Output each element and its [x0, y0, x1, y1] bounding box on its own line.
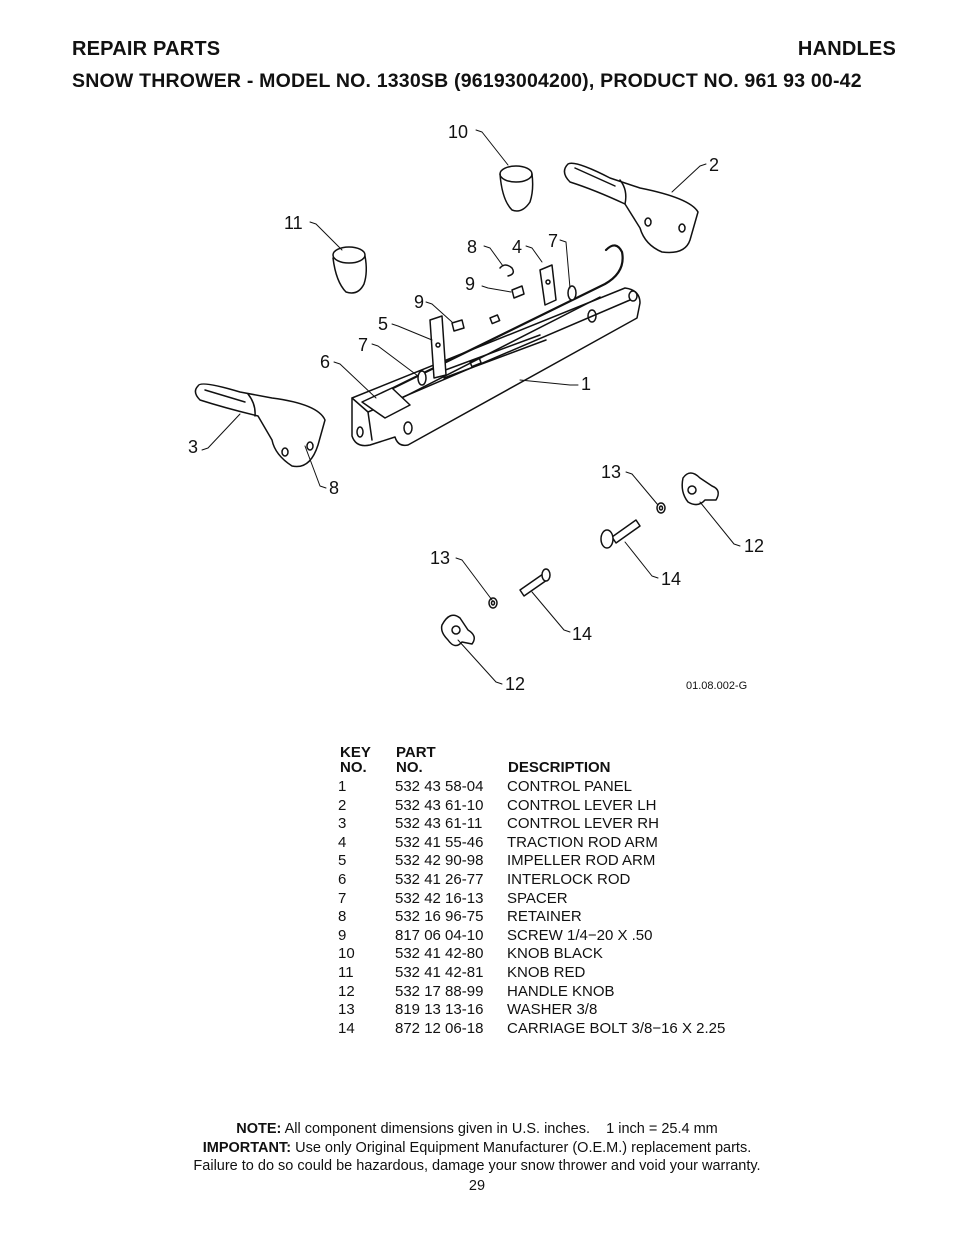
callout-label: 13: [430, 548, 450, 568]
key-no-cell: 13: [338, 1001, 355, 1019]
page-category-title: HANDLES: [797, 38, 896, 60]
part-no-cell: 819 13 13-16: [395, 1001, 484, 1019]
control-lever-rh-illustration: [194, 383, 326, 468]
callout-label: 10: [448, 122, 468, 142]
control-lever-lh-illustration: [563, 162, 699, 254]
key-no-cell: 10: [338, 945, 355, 963]
important-text: Use only Original Equipment Manufacturer…: [295, 1139, 752, 1156]
part-no-cell: 532 41 42-81: [395, 963, 484, 981]
part-header-no: NO.: [396, 759, 423, 776]
key-no-cell: 2: [338, 796, 347, 814]
callout-label: 7: [548, 231, 558, 251]
note-line: NOTE: All component dimensions given in …: [0, 1120, 954, 1139]
part-no-cell: 532 41 42-80: [395, 945, 484, 963]
description-cell: TRACTION ROD ARM: [507, 833, 658, 851]
key-no-cell: 9: [338, 926, 347, 944]
key-no-cell: 14: [338, 1019, 355, 1037]
callout-label: 14: [572, 624, 592, 644]
handle-knob-right-illustration: [681, 472, 719, 506]
callout-label: 9: [465, 274, 475, 294]
model-subtitle: SNOW THROWER - MODEL NO. 1330SB (9619300…: [72, 70, 862, 92]
key-no-cell: 4: [338, 833, 347, 851]
part-no-cell: 532 43 58-04: [395, 778, 484, 795]
callout-label: 6: [320, 352, 330, 372]
drawing-number: 01.08.002-G: [686, 680, 747, 692]
callout-label: 2: [709, 155, 719, 175]
callout-label: 4: [512, 237, 522, 257]
key-no-cell: 5: [338, 852, 347, 870]
key-no-cell: 3: [338, 815, 347, 833]
key-no-cell: 8: [338, 908, 347, 926]
description-cell: HANDLE KNOB: [507, 982, 615, 1000]
key-no-cell: 12: [338, 982, 355, 1000]
note-label: NOTE:: [236, 1121, 282, 1137]
description-cell: CARRIAGE BOLT 3/8−16 X 2.25: [507, 1019, 726, 1037]
callout-label: 12: [505, 674, 525, 694]
part-no-cell: 817 06 04-10: [395, 926, 484, 944]
description-cell: CONTROL PANEL: [507, 778, 633, 795]
key-no-cell: 11: [338, 963, 354, 981]
handle-knob-left-illustration: [440, 614, 475, 647]
description-cell: KNOB RED: [507, 963, 586, 981]
knob-black-illustration: [499, 165, 534, 212]
knob-red-illustration: [332, 246, 368, 294]
part-no-cell: 532 16 96-75: [395, 908, 484, 926]
callout-label: 13: [601, 462, 621, 482]
part-no-cell: 532 42 16-13: [395, 889, 484, 907]
key-header-no: NO.: [340, 759, 367, 776]
callout-label: 7: [358, 335, 368, 355]
important-label: IMPORTANT:: [202, 1139, 292, 1156]
note-text: All component dimensions given in U.S. i…: [284, 1121, 718, 1137]
callout-label: 8: [467, 237, 477, 257]
part-no-cell: 532 41 55-46: [395, 833, 484, 851]
description-cell: SPACER: [507, 889, 568, 907]
description-cell: IMPELLER ROD ARM: [507, 852, 656, 870]
notes-block: NOTE: All component dimensions given in …: [0, 1120, 954, 1176]
callout-label: 9: [414, 292, 424, 312]
warning-line: Failure to do so could be hazardous, dam…: [193, 1158, 761, 1174]
part-no-cell: 532 17 88-99: [395, 982, 484, 1000]
callout-label: 11: [284, 213, 303, 233]
callout-label: 12: [744, 536, 764, 556]
description-cell: WASHER 3/8: [507, 1001, 598, 1019]
key-header: KEY: [340, 744, 371, 761]
part-no-cell: 532 41 26-77: [395, 870, 484, 888]
description-cell: RETAINER: [507, 908, 582, 926]
callout-label: 14: [661, 569, 681, 589]
description-cell: CONTROL LEVER RH: [507, 815, 659, 833]
control-panel-illustration: [351, 287, 641, 447]
key-no-cell: 6: [338, 870, 347, 888]
description-cell: SCREW 1/4−20 X .50: [507, 926, 653, 944]
description-cell: CONTROL LEVER LH: [507, 796, 657, 814]
part-no-cell: 872 12 06-18: [395, 1019, 484, 1037]
part-header: PART: [396, 744, 436, 761]
part-no-cell: 532 43 61-11: [395, 815, 483, 833]
callout-label: 1: [581, 374, 591, 394]
key-no-cell: 1: [338, 778, 347, 795]
part-no-cell: 532 43 61-10: [395, 796, 484, 814]
callout-label: 3: [188, 437, 198, 457]
key-no-cell: 7: [338, 889, 347, 907]
important-line: IMPORTANT: Use only Original Equipment M…: [0, 1139, 954, 1158]
page-number: 29: [468, 1178, 486, 1194]
page-section-title: REPAIR PARTS: [72, 38, 221, 60]
callout-label: 8: [329, 478, 339, 498]
description-cell: KNOB BLACK: [507, 945, 603, 963]
callout-label: 5: [378, 314, 388, 334]
description-header: DESCRIPTION: [508, 759, 611, 776]
description-cell: INTERLOCK ROD: [507, 870, 631, 888]
part-no-cell: 532 42 90-98: [395, 852, 484, 870]
